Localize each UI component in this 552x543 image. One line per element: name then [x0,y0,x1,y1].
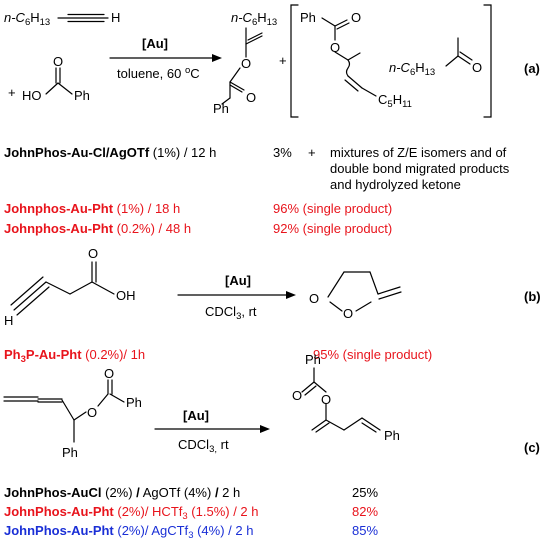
row-c3-yield: 85% [352,523,378,538]
diene-ester-o: O [321,392,331,407]
panel-b: H O OH [Au] CDCl3, rt O O (b) Ph3P-Au-Ph… [4,246,541,365]
row-a1-yield: 3% [273,145,292,160]
panel-label-b: (b) [524,289,541,304]
product-ph: Ph [213,101,229,116]
triple-bond [57,13,109,23]
byproduct-carbonyl-o: O [351,10,361,25]
row-a1-note1: mixtures of Z/E isomers and of [330,145,507,160]
panel-a: n-C6H13 H + HO O Ph [Au] toluene, 60 oC … [4,4,540,236]
lactone-ring-o: O [343,306,353,321]
acid-carbonyl-o-b: O [88,246,98,261]
allene-ester-o: O [87,405,97,420]
reaction-arrowhead-c [260,425,270,433]
reaction-arrowhead-a [212,54,222,62]
row-a2-catalyst: Johnphos-Au-Pht (1%) / 18 h [4,201,180,216]
panel-label-a: (a) [524,61,540,76]
row-a3-yield: 92% (single product) [273,221,392,236]
allenyl-ester-bonds [3,379,125,443]
allene-ester-ph: Ph [126,395,142,410]
row-c1-yield: 25% [352,485,378,500]
byproduct-enol-bonds [321,17,377,97]
bracket-left [290,4,299,118]
allene-ph: Ph [62,445,78,460]
row-a2-yield: 96% (single product) [273,201,392,216]
conditions-b: CDCl3, rt [205,304,257,322]
diene-ester-ph: Ph [305,352,321,367]
conditions-a: toluene, 60 oC [117,65,200,81]
catalyst-a: [Au] [142,36,168,51]
catalyst-c: [Au] [183,408,209,423]
alkyne-h: H [4,313,13,328]
benzoic-acid-bonds [45,67,73,95]
row-b1-yield: 95% (single product) [313,347,432,362]
acid-carbonyl-o: O [53,54,63,69]
row-c2-catalyst: JohnPhos-Au-Pht (2%)/ HCTf3 (1.5%) / 2 h [4,504,259,522]
ketone-o: O [472,60,482,75]
lactone-exo-o: O [309,291,319,306]
byproduct-pentyl: C5H11 [378,92,412,110]
reactant1-chain: n-C6H13 [4,10,50,28]
ketone-bonds [445,37,473,67]
row-a3-catalyst: Johnphos-Au-Pht (0.2%) / 48 h [4,221,191,236]
row-a1-catalyst: JohnPhos-Au-Cl/AgOTf (1%) / 12 h [4,145,216,160]
row-a1-note2: double bond migrated products [330,161,510,176]
row-c3-catalyst: JohnPhos-Au-Pht (2%)/ AgCTf3 (4%) / 2 h [4,523,253,541]
product-carbonyl-o: O [246,90,256,105]
acid-ho: HO [22,88,42,103]
ketone-chain: n-C6H13 [389,60,435,78]
bracket-right [483,4,492,118]
product-chain: n-C6H13 [231,10,277,28]
product-enol-ester-bonds [221,27,263,105]
plus-sign-a2: + [279,53,287,68]
lactone-ring-bonds [327,271,402,312]
byproduct-ester-o: O [330,40,340,55]
row-a1-note3: and hydrolyzed ketone [330,177,461,192]
terminal-h: H [111,10,120,25]
allene-carbonyl-o: O [104,366,114,381]
product-ester-o: O [241,56,251,71]
panel-label-c: (c) [524,440,540,455]
row-b1-catalyst: Ph3P-Au-Pht (0.2%)/ 1h [4,347,145,365]
byproduct-ph: Ph [300,10,316,25]
pentynoic-acid-bonds [10,261,115,316]
acid-oh: OH [116,288,136,303]
plus-sign-a1: + [8,85,16,100]
row-c1-catalyst: JohnPhos-AuCl (2%) / AgOTf (4%) / 2 h [4,485,240,500]
catalyst-b: [Au] [225,273,251,288]
conditions-c: CDCl3, rt [178,437,229,455]
reaction-arrowhead-b [286,291,296,299]
row-a1-plus: + [308,145,316,160]
diene-ph: Ph [384,428,400,443]
diene-carbonyl-o: O [292,388,302,403]
dienyl-ester-bonds [301,367,381,433]
acid-ph: Ph [74,88,90,103]
panel-c: O O Ph Ph [Au] CDCl3, rt Ph O O Ph (c) J… [3,352,540,541]
row-c2-yield: 82% [352,504,378,519]
